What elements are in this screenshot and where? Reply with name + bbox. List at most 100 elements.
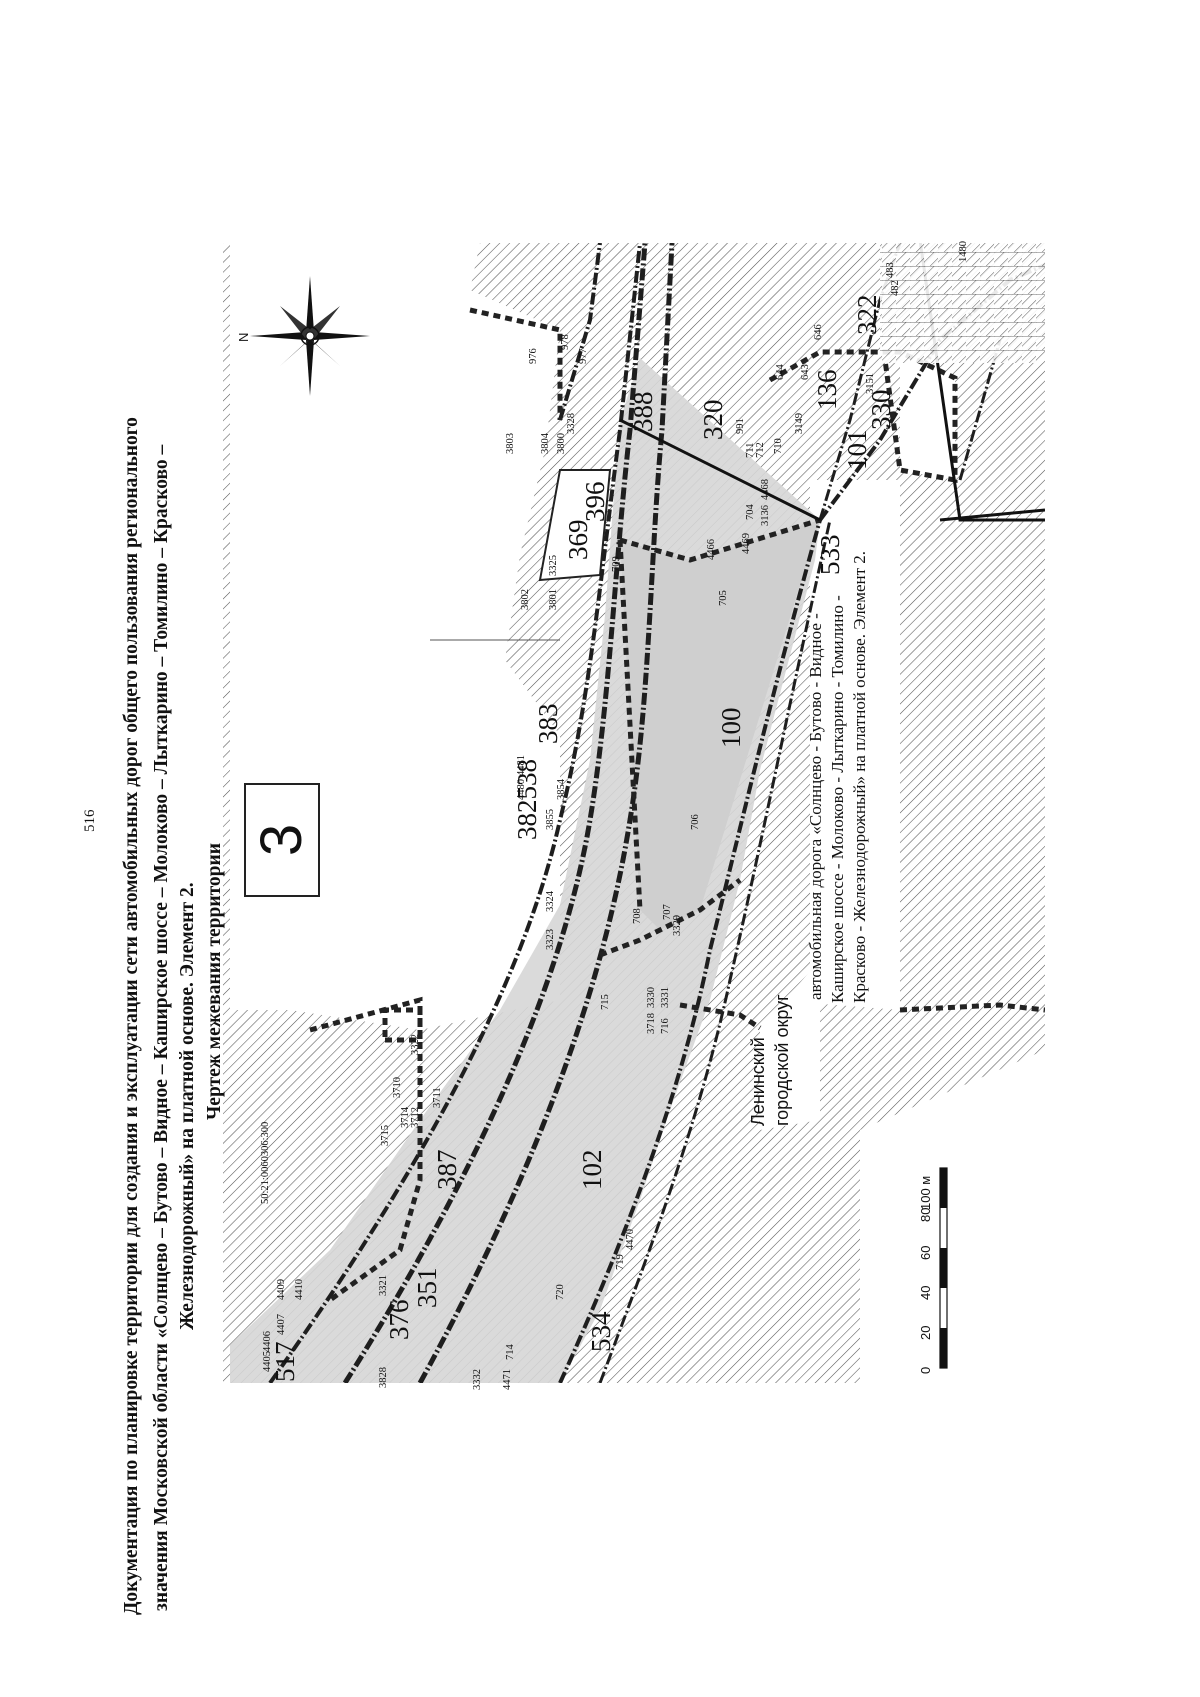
- parcel-label: 369: [563, 519, 593, 561]
- survey-point-label: 3321: [378, 1275, 389, 1296]
- page-number: 516: [82, 809, 98, 833]
- survey-point-label: 4407: [276, 1314, 287, 1335]
- title-line-1: Документация по планировке территории дл…: [121, 417, 142, 1615]
- parcel-label: 534: [586, 1311, 616, 1353]
- survey-point-label: 643: [800, 364, 811, 380]
- survey-point-label: 4410: [294, 1279, 305, 1300]
- survey-point-label: 3332: [472, 1369, 483, 1390]
- survey-point-label: 704: [745, 504, 756, 520]
- road-line-9: [958, 339, 1002, 481]
- parcel-label: 136: [812, 369, 842, 411]
- survey-point-label: 706: [690, 814, 701, 830]
- survey-point-label: 3802: [520, 589, 531, 610]
- road-line-5: [598, 519, 832, 1383]
- scale-label-20: 20: [918, 1325, 933, 1340]
- survey-point-label: 976: [528, 348, 539, 364]
- survey-point-label: 720: [555, 1284, 566, 1300]
- parcel-label: 517: [270, 1341, 300, 1383]
- grid-lots: [880, 243, 1045, 363]
- scale-label-60: 60: [918, 1245, 933, 1260]
- survey-point-label: 4468: [760, 479, 771, 500]
- survey-point-label: 1480: [958, 241, 969, 262]
- parcel-label: 330: [866, 389, 896, 431]
- survey-point-label: 3330: [646, 987, 657, 1008]
- district-label-line-2: городской округ: [772, 994, 792, 1126]
- survey-point-label: 3329: [672, 915, 683, 936]
- survey-point-label: 3151: [865, 373, 876, 394]
- survey-point-label: 3801: [548, 589, 559, 610]
- parcel-label: 100: [716, 707, 746, 749]
- white-area-road-caption: [810, 480, 900, 1010]
- scale-label-100: 100 м: [918, 1175, 933, 1210]
- survey-point-label: 3331: [660, 987, 671, 1008]
- sheet-number-box: 3: [244, 783, 320, 897]
- parcel-label: 351: [412, 1267, 442, 1309]
- boundary-center: [599, 878, 742, 958]
- boundary-3329: [679, 1002, 762, 1031]
- compass-rose-icon: [250, 276, 370, 396]
- survey-point-label: 714: [505, 1344, 516, 1360]
- road-caption-line-2: Каширское шоссе - Молоково - Лыткарино -…: [828, 595, 847, 1003]
- title-line-2: значения Московской области «Солнцево – …: [151, 444, 172, 1611]
- survey-point-label: 3149: [794, 413, 805, 434]
- survey-point-label: 716: [660, 1018, 671, 1034]
- parcel-369: [538, 469, 612, 582]
- survey-point-label: 4469: [741, 533, 752, 554]
- boundary-lower-right: [899, 1002, 1045, 1013]
- survey-point-label: 3324: [545, 891, 556, 912]
- parcel-label: 383: [533, 703, 563, 745]
- survey-point-label: 3136: [760, 505, 771, 526]
- parcel-label: 102: [577, 1149, 607, 1191]
- survey-point-label: 3325: [548, 555, 559, 576]
- survey-point-label: 646: [813, 324, 824, 340]
- survey-point-label: 3710: [392, 1077, 403, 1098]
- parcel-label: 320: [698, 399, 728, 441]
- survey-point-label: 705: [718, 590, 729, 606]
- parcel-100: [620, 520, 820, 930]
- boundary-solid-bottom: [939, 508, 1045, 522]
- survey-point-label: 710: [773, 438, 784, 454]
- scale-bar: [939, 1167, 948, 1369]
- parcel-label: 322: [852, 294, 882, 336]
- boundary-100: [617, 517, 821, 911]
- survey-point-label: 3323: [545, 929, 556, 950]
- parcel-label: 101: [842, 429, 872, 471]
- survey-point-label: 709: [611, 556, 622, 572]
- survey-point-label: 3855: [545, 809, 556, 830]
- survey-point-label: 991: [735, 418, 746, 434]
- survey-point-label: 3718: [646, 1013, 657, 1034]
- road-caption-line-1: автомобильная дорога «Солнцево - Бутово …: [806, 613, 825, 1000]
- survey-point-label: 715: [600, 994, 611, 1010]
- road-line-1: [268, 243, 642, 1383]
- road-line-4: [558, 519, 822, 1383]
- boundary-387: [382, 1007, 423, 1043]
- road-line-3: [417, 243, 675, 1383]
- survey-point-label: 4471: [502, 1369, 513, 1390]
- boundary-top-right: [469, 307, 563, 420]
- cadastral-quarter: 50:21:0060306:300: [260, 1121, 271, 1204]
- survey-point-label: 719: [615, 1254, 626, 1270]
- road-line-6: [558, 243, 602, 421]
- survey-point-label: 4409: [276, 1279, 287, 1300]
- road-line-7: [818, 243, 902, 521]
- parcel-label: 396: [580, 481, 610, 523]
- survey-point-label: 4405: [262, 1351, 273, 1372]
- parcel-label: 376: [384, 1299, 414, 1341]
- survey-point-label: 977: [578, 348, 589, 364]
- boundary-solid-320: [619, 418, 821, 522]
- survey-point-label: 3800: [556, 433, 567, 454]
- scale-label-0: 0: [918, 1366, 933, 1374]
- survey-point-label: 4481: [516, 755, 527, 776]
- sheet-number: 3: [249, 823, 314, 857]
- parcel-label: 388: [628, 391, 658, 433]
- district-label-line-1: Ленинский: [748, 1037, 768, 1126]
- scale-label-40: 40: [918, 1285, 933, 1300]
- parcel-label: 387: [432, 1149, 462, 1191]
- road-line-2: [342, 243, 648, 1383]
- survey-point-label: 4406: [262, 1331, 273, 1352]
- survey-point-label: 3328: [566, 413, 577, 434]
- compass-north-letter: N: [236, 332, 251, 342]
- survey-point-label: 712: [755, 442, 766, 458]
- survey-point-label: 3854: [556, 779, 567, 800]
